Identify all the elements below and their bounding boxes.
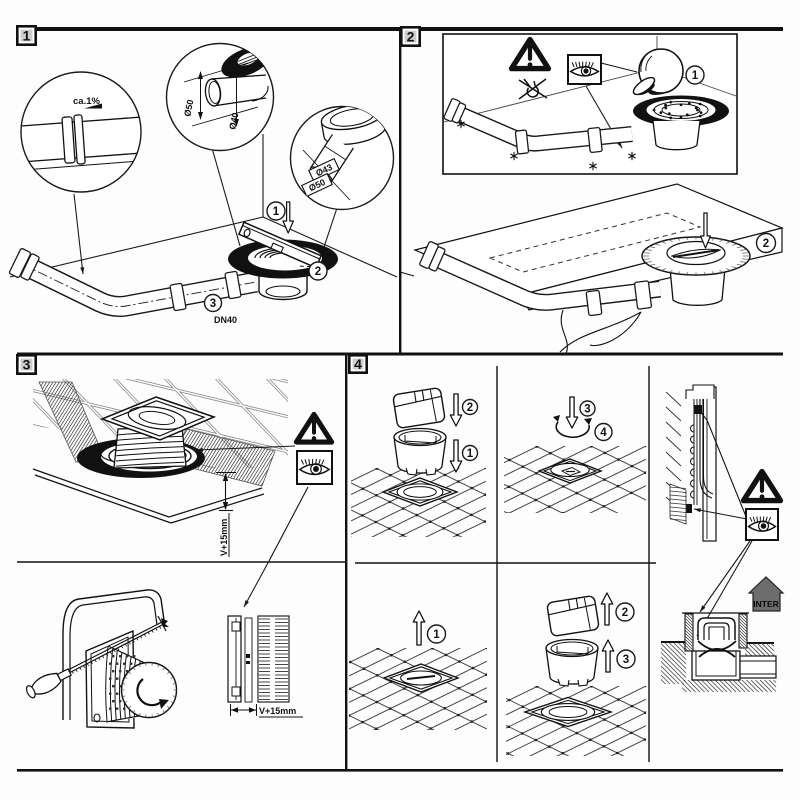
svg-text:2: 2 [315,266,321,278]
svg-text:3: 3 [623,654,629,666]
svg-text:INTER: INTER [753,599,779,609]
svg-text:DN40: DN40 [214,315,237,325]
svg-text:Ø50: Ø50 [182,99,195,118]
svg-text:1: 1 [273,206,280,218]
svg-text:2: 2 [763,238,769,250]
svg-text:3: 3 [23,357,31,373]
svg-text:1: 1 [433,629,440,641]
svg-text:2: 2 [622,607,628,619]
svg-text:4: 4 [354,356,362,372]
svg-text:Ø40: Ø40 [227,112,240,131]
svg-text:ca.1%: ca.1% [73,96,100,107]
svg-text:1: 1 [467,448,474,460]
svg-text:1: 1 [23,28,31,44]
svg-text:2: 2 [407,29,415,45]
svg-text:3: 3 [584,404,590,416]
svg-text:3: 3 [210,298,216,310]
svg-text:4: 4 [600,427,607,439]
svg-text:V+15mm: V+15mm [219,519,229,556]
svg-text:2: 2 [467,402,473,414]
svg-text:V+15mm: V+15mm [259,706,296,716]
svg-text:1: 1 [692,70,699,82]
